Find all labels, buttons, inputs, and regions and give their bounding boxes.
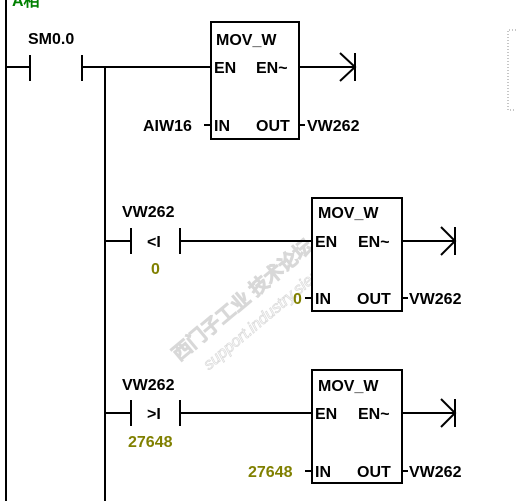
in-operand: AIW16: [143, 118, 192, 135]
box-title: MOV_W: [216, 32, 277, 49]
out-operand: VW262: [307, 118, 360, 135]
compare-operator: <I: [147, 234, 161, 251]
contact-sm0-0[interactable]: SM0.0: [28, 31, 83, 81]
compare-contact-greater-than[interactable]: VW262 >I 27648: [122, 377, 181, 451]
in-label: IN: [214, 118, 230, 135]
in-label: IN: [315, 464, 331, 481]
compare-operator: >I: [147, 406, 161, 423]
box-title: MOV_W: [318, 378, 379, 395]
compare-contact-less-than[interactable]: VW262 <I 0: [122, 204, 181, 278]
out-operand: VW262: [409, 464, 462, 481]
in-operand: 27648: [248, 464, 293, 481]
mov-w-box-3[interactable]: MOV_W EN EN~ IN OUT: [311, 369, 403, 484]
contact-address: SM0.0: [28, 31, 74, 48]
compare-operand: 27648: [128, 434, 173, 451]
network-title: A相: [12, 0, 40, 10]
out-label: OUT: [357, 291, 391, 308]
eno-label: EN~: [358, 234, 390, 251]
en-label: EN: [315, 234, 337, 251]
en-label: EN: [214, 60, 236, 77]
eno-label: EN~: [256, 60, 288, 77]
in-operand: 0: [293, 291, 302, 308]
function-box: [311, 197, 403, 312]
en-label: EN: [315, 406, 337, 423]
contact-address: VW262: [122, 377, 175, 394]
comment-box-edge: [507, 29, 516, 111]
eno-label: EN~: [358, 406, 390, 423]
contact-address: VW262: [122, 204, 175, 221]
mov-w-box-2[interactable]: MOV_W EN EN~ IN OUT: [311, 197, 403, 312]
function-box: [210, 21, 300, 140]
in-label: IN: [315, 291, 331, 308]
box-title: MOV_W: [318, 205, 379, 222]
out-label: OUT: [256, 118, 290, 135]
compare-operand: 0: [151, 261, 160, 278]
mov-w-box-1[interactable]: MOV_W EN EN~ IN OUT: [210, 21, 300, 140]
out-label: OUT: [357, 464, 391, 481]
out-operand: VW262: [409, 291, 462, 308]
function-box: [311, 369, 403, 484]
